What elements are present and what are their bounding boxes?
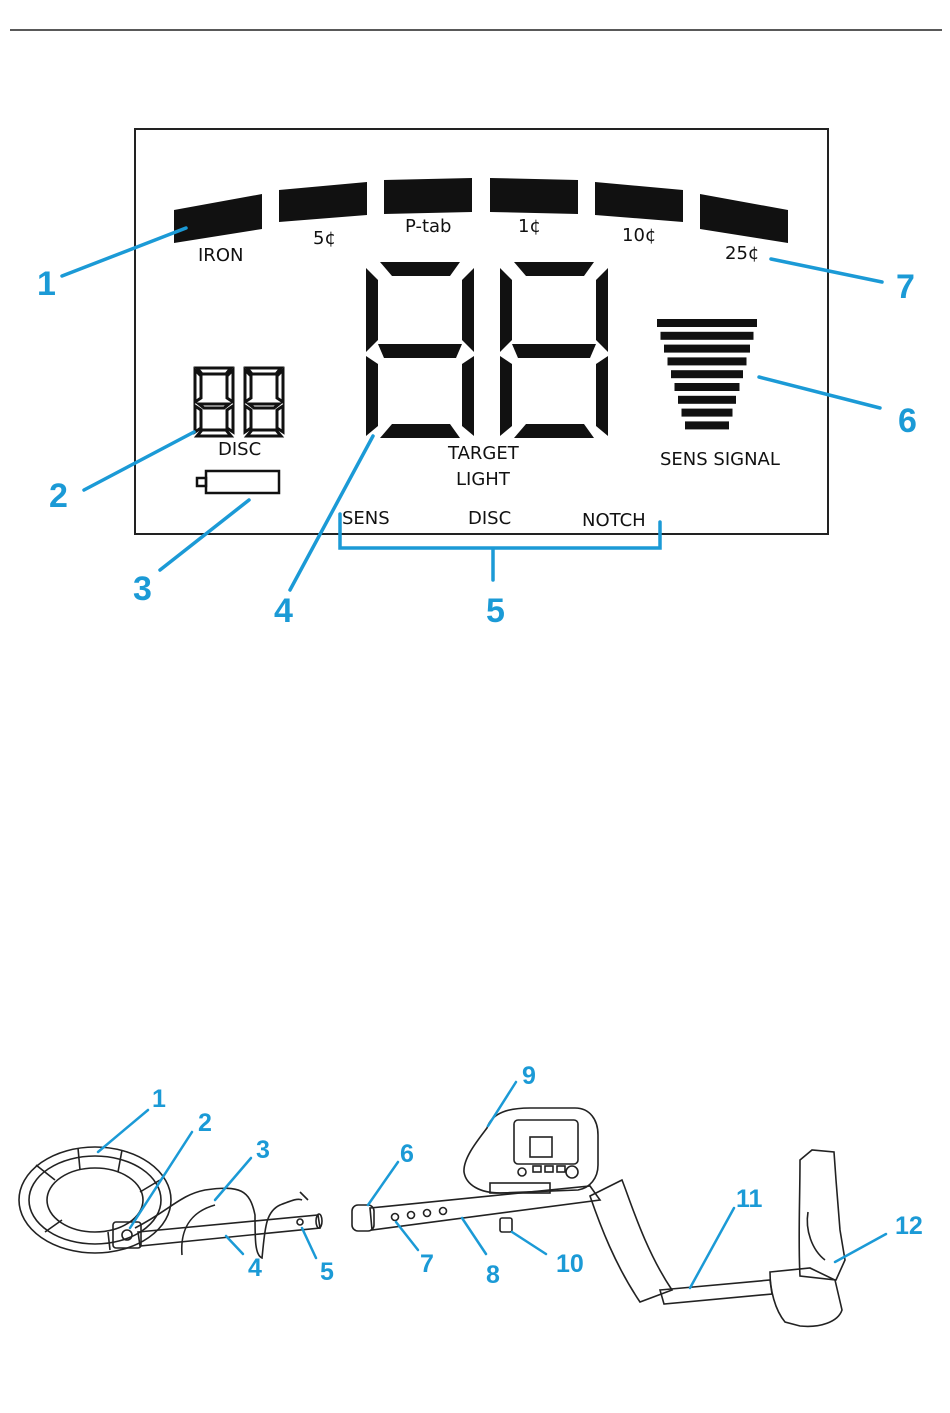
signal-bar xyxy=(661,332,754,340)
signal-bar xyxy=(682,409,733,417)
detector-callout-6: 6 xyxy=(400,1140,414,1168)
detector-callout-9: 10 xyxy=(556,1250,584,1278)
detector-callout-4: 4 xyxy=(248,1254,262,1282)
signal-bar xyxy=(664,345,750,353)
category-bar-1c xyxy=(490,178,578,214)
detector-callout-8: 8 xyxy=(486,1261,500,1289)
lcd-callout-3: 3 xyxy=(133,570,152,608)
signal-bar xyxy=(675,383,740,391)
lcd-callout-1: 1 xyxy=(37,265,56,303)
detector-callout-11: 11 xyxy=(736,1185,763,1213)
mode-label-notch: NOTCH xyxy=(582,510,646,531)
lcd-callout-6: 6 xyxy=(898,402,917,440)
target-label-line2: LIGHT xyxy=(456,469,511,490)
category-label-ptab: P-tab xyxy=(405,216,451,237)
lcd-callout-2: 2 xyxy=(49,477,68,515)
category-label-1c: 1¢ xyxy=(518,216,541,237)
lcd-callout-7: 7 xyxy=(896,268,915,306)
signal-bar xyxy=(668,357,747,365)
mode-label-disc: DISC xyxy=(468,508,511,529)
signal-bar xyxy=(678,396,736,404)
lcd-callout-4: 4 xyxy=(274,592,293,630)
lcd-display: IRON 5¢ P-tab 1¢ 10¢ 25¢ DISC xyxy=(135,129,828,534)
detector-callout-2: 2 xyxy=(198,1109,212,1137)
lcd-callout-5: 5 xyxy=(486,592,505,630)
detector-callout-1: 1 xyxy=(152,1085,166,1113)
disc-digits-label: DISC xyxy=(218,439,261,460)
target-label-line1: TARGET xyxy=(447,443,520,464)
detector-callout-10: 9 xyxy=(522,1062,536,1090)
category-label-25c: 25¢ xyxy=(725,243,759,264)
mode-label-sens: SENS xyxy=(342,508,390,529)
category-label-5c: 5¢ xyxy=(313,228,336,249)
category-label-iron: IRON xyxy=(198,245,243,266)
category-bar-ptab xyxy=(384,178,472,214)
signal-bar xyxy=(657,319,757,327)
detector-callout-5: 5 xyxy=(320,1258,334,1286)
detector-callout-3: 3 xyxy=(256,1136,270,1164)
sens-signal-label: SENS SIGNAL xyxy=(660,449,780,470)
detector-illustration xyxy=(19,1108,845,1326)
signal-bar xyxy=(685,421,729,429)
detector-callout-7: 7 xyxy=(420,1250,434,1278)
category-label-10c: 10¢ xyxy=(622,225,656,246)
signal-bar xyxy=(671,370,743,378)
detector-callout-12: 12 xyxy=(895,1212,923,1240)
control-box xyxy=(464,1108,598,1193)
